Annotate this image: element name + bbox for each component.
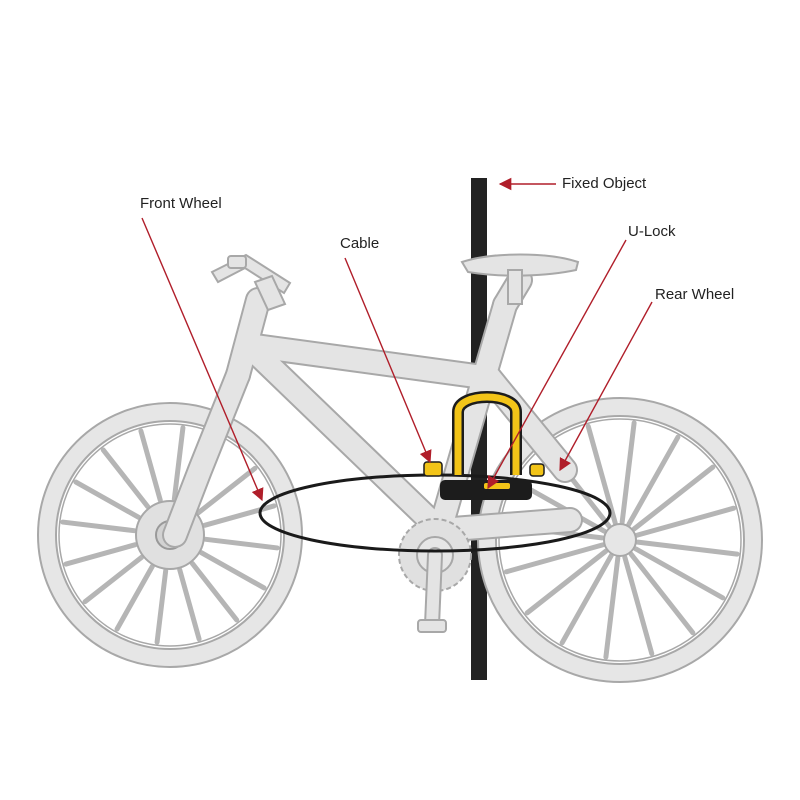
wheel-spoke <box>198 550 267 591</box>
wheel-spoke <box>73 479 142 520</box>
wheel-spoke <box>619 420 637 525</box>
label-rear-wheel: Rear Wheel <box>655 286 735 303</box>
callout-rear-wheel <box>559 301 653 472</box>
callout-lines <box>141 177 653 502</box>
wheel-spoke <box>524 548 609 616</box>
crankset <box>398 518 472 633</box>
wheel-spoke <box>63 542 138 567</box>
label-fixed-object: Fixed Object <box>562 175 647 192</box>
wheel-spoke <box>559 553 614 646</box>
label-front-wheel: Front Wheel <box>140 195 222 212</box>
wheel-spoke <box>82 554 145 605</box>
callout-cable <box>344 257 432 464</box>
wheel-spoke <box>631 464 716 532</box>
wheel-spoke <box>635 539 740 557</box>
wheel-spoke <box>585 423 618 526</box>
saddle <box>460 253 580 305</box>
wheel-spoke <box>622 554 655 657</box>
wheel-spoke <box>100 447 151 510</box>
wheel-spoke <box>603 555 621 660</box>
label-cable: Cable <box>340 235 380 252</box>
wheel-spoke <box>177 567 202 642</box>
wheel-spoke <box>138 428 163 503</box>
wheel-spoke <box>114 563 155 632</box>
rear-wheel <box>477 397 763 683</box>
wheel-spoke <box>189 560 240 623</box>
wheel-spoke <box>634 505 737 538</box>
wheel-spoke <box>195 465 258 516</box>
u-lock <box>423 391 545 500</box>
wheel-spoke <box>171 425 186 502</box>
wheel-spoke <box>154 568 169 645</box>
wheel-spoke <box>60 519 137 534</box>
wheel-spoke <box>626 434 681 527</box>
wheel-spoke <box>203 536 280 551</box>
callout-front-wheel <box>141 217 264 502</box>
wheel-spoke <box>628 551 696 636</box>
label-u-lock: U-Lock <box>628 223 676 240</box>
callout-u-lock <box>487 239 627 490</box>
wheel-spoke <box>503 542 606 575</box>
wheel-spoke <box>633 546 726 601</box>
handlebar <box>210 253 292 312</box>
